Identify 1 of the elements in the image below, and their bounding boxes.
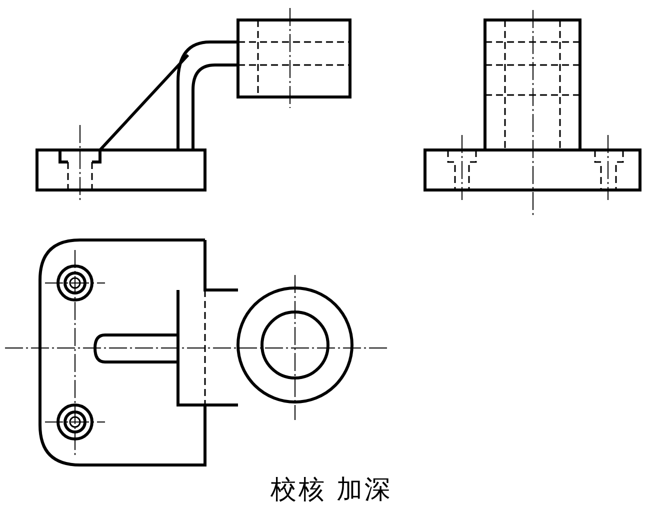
caption: 校核 加深 — [269, 474, 394, 507]
